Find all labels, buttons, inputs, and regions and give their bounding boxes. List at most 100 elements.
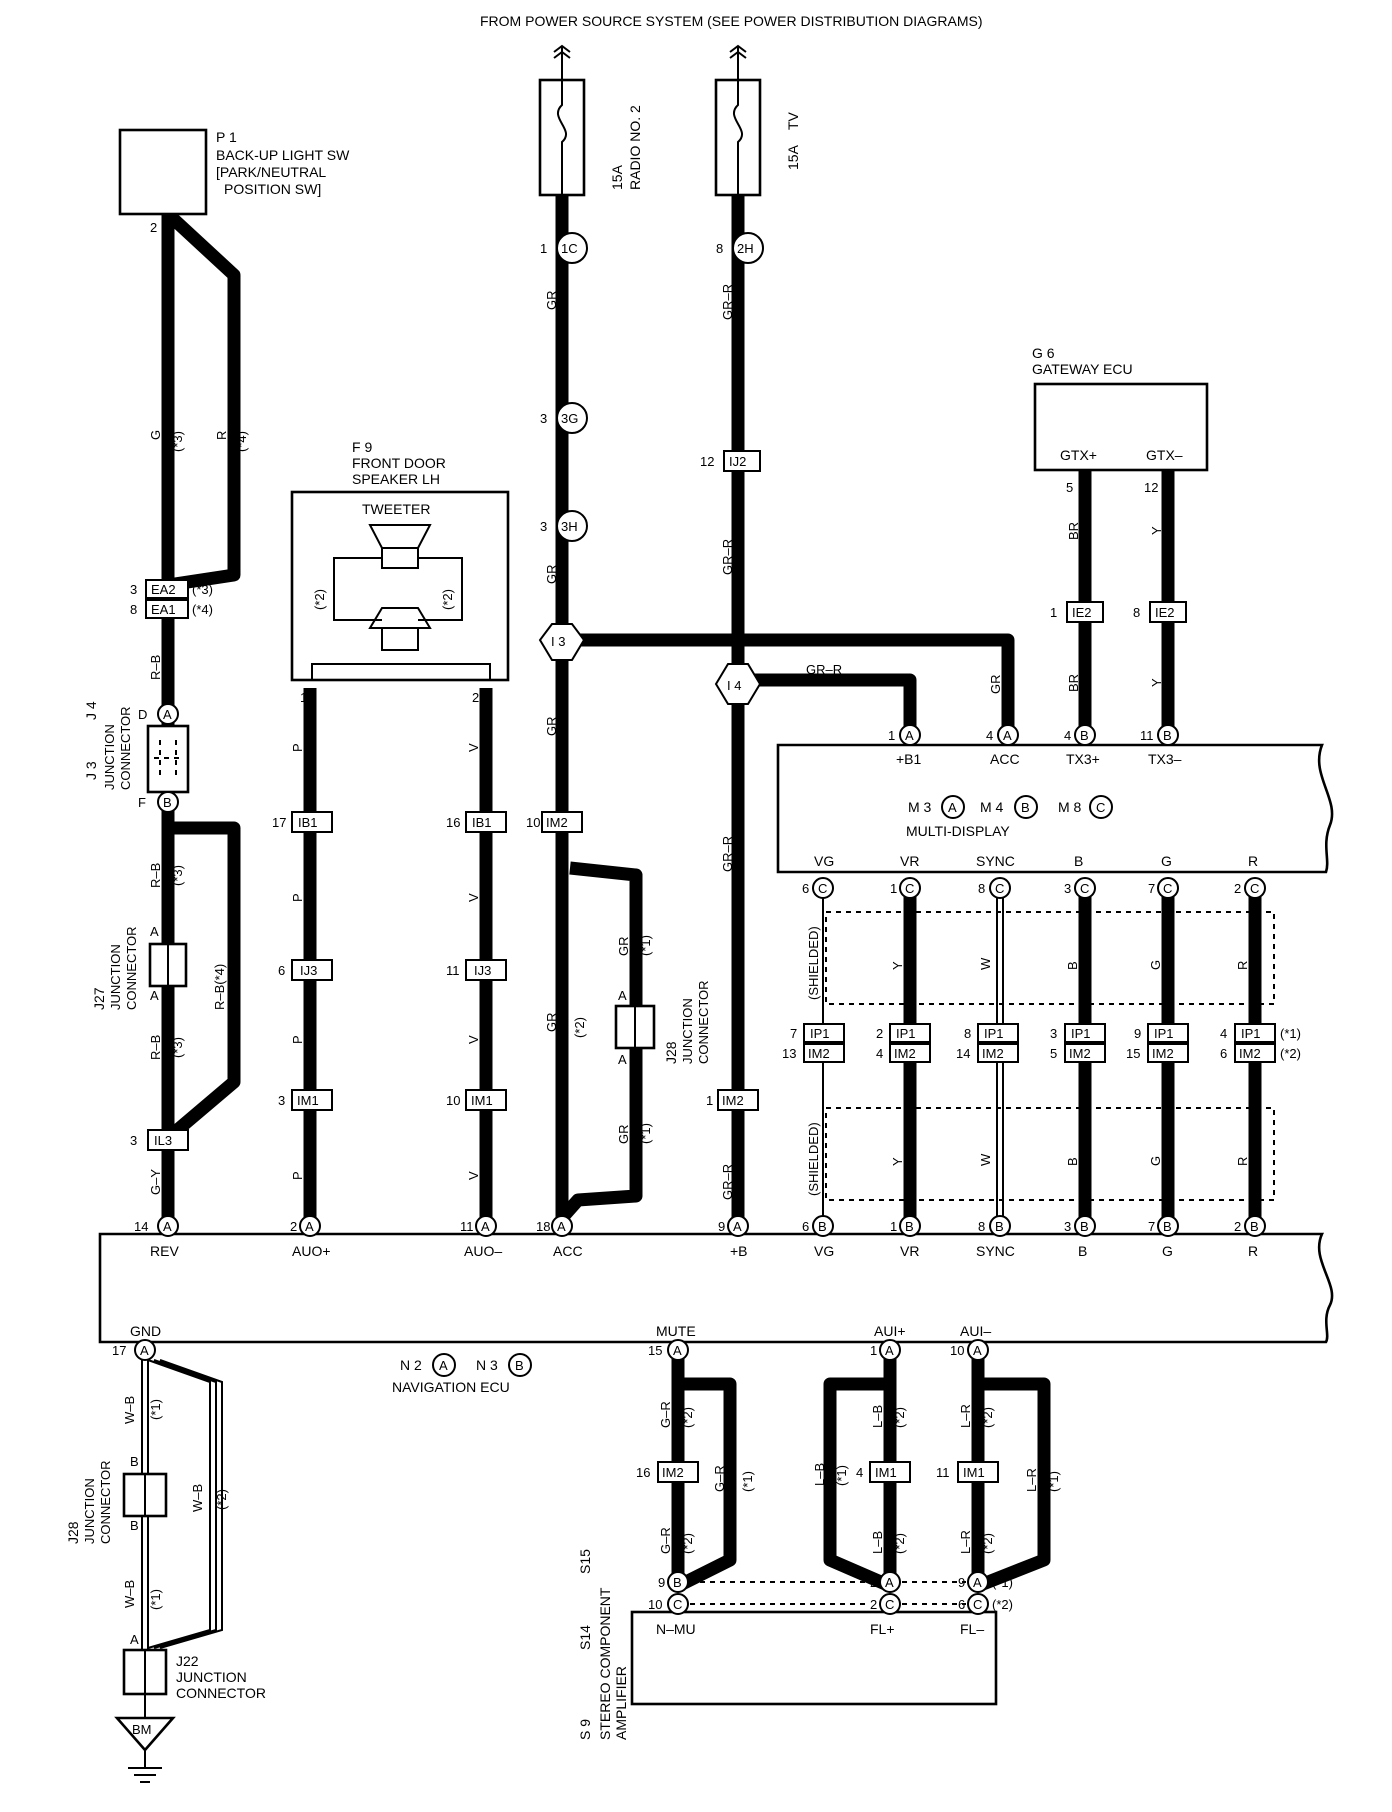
svg-text:(*2): (*2) <box>572 1017 587 1038</box>
svg-text:(SHIELDED): (SHIELDED) <box>806 926 821 1000</box>
svg-text:(*2): (*2) <box>892 1407 907 1428</box>
option-notes: (*3) (*4) (*3) (*4) (*3) (*3) (*1) (*2) … <box>148 431 1301 1612</box>
svg-text:R–B: R–B <box>148 655 163 680</box>
svg-text:15: 15 <box>1126 1046 1140 1061</box>
svg-text:(*1): (*1) <box>1280 1026 1301 1041</box>
svg-text:IM2: IM2 <box>1239 1046 1261 1061</box>
svg-text:ACC: ACC <box>553 1243 583 1259</box>
svg-text:9: 9 <box>658 1575 665 1590</box>
svg-text:A: A <box>973 1575 982 1590</box>
svg-text:1: 1 <box>890 881 897 896</box>
svg-text:G: G <box>1148 1156 1163 1166</box>
svg-text:11: 11 <box>936 1465 950 1480</box>
svg-text:14: 14 <box>134 1219 148 1234</box>
svg-text:C: C <box>995 881 1004 896</box>
svg-text:B: B <box>1163 728 1172 743</box>
svg-text:BACK-UP LIGHT SW: BACK-UP LIGHT SW <box>216 147 350 163</box>
svg-text:2: 2 <box>870 1575 877 1590</box>
svg-text:POSITION SW]: POSITION SW] <box>224 181 321 197</box>
svg-text:IM2: IM2 <box>662 1465 684 1480</box>
svg-text:CONNECTOR: CONNECTOR <box>118 706 133 790</box>
svg-text:11: 11 <box>460 1219 474 1234</box>
svg-text:G: G <box>1161 853 1172 869</box>
svg-text:1: 1 <box>540 241 547 256</box>
svg-text:(*3): (*3) <box>170 1037 185 1058</box>
junction-connector-j22: J22 JUNCTION CONNECTOR <box>122 1648 266 1701</box>
svg-text:GR–R: GR–R <box>720 284 735 320</box>
svg-text:GR: GR <box>988 675 1003 695</box>
power-arrow-2 <box>729 44 747 80</box>
svg-text:J 4: J 4 <box>83 701 99 720</box>
svg-text:B: B <box>1250 1219 1259 1234</box>
svg-text:VG: VG <box>814 853 834 869</box>
svg-text:+B1: +B1 <box>896 751 922 767</box>
svg-text:A: A <box>163 707 172 722</box>
svg-text:B: B <box>1065 1157 1080 1166</box>
svg-text:IP1: IP1 <box>1071 1026 1091 1041</box>
svg-text:G–Y: G–Y <box>148 1169 163 1195</box>
svg-text:L–B: L–B <box>870 1405 885 1428</box>
svg-text:10: 10 <box>446 1093 460 1108</box>
svg-text:CONNECTOR: CONNECTOR <box>696 980 711 1064</box>
svg-text:L–R: L–R <box>958 1404 973 1428</box>
svg-text:[PARK/NEUTRAL: [PARK/NEUTRAL <box>216 164 326 180</box>
svg-text:R: R <box>1235 961 1250 970</box>
svg-text:9: 9 <box>718 1219 725 1234</box>
svg-text:(*3): (*3) <box>170 865 185 886</box>
svg-text:10: 10 <box>526 815 540 830</box>
svg-text:R: R <box>1248 1243 1258 1259</box>
svg-text:B: B <box>673 1575 682 1590</box>
svg-text:8: 8 <box>716 241 723 256</box>
svg-text:P: P <box>290 1171 305 1180</box>
svg-text:3: 3 <box>130 1133 137 1148</box>
svg-text:8: 8 <box>130 602 137 617</box>
svg-text:A: A <box>140 1343 149 1358</box>
junction-connector-j3-j4: J 3 J 4 JUNCTION CONNECTOR <box>83 701 190 794</box>
svg-text:GR–R: GR–R <box>720 1164 735 1200</box>
svg-text:3: 3 <box>1064 1219 1071 1234</box>
svg-text:JUNCTION: JUNCTION <box>102 724 117 790</box>
svg-text:A: A <box>150 988 159 1003</box>
svg-text:(*2): (*2) <box>1280 1046 1301 1061</box>
svg-text:B: B <box>163 795 172 810</box>
svg-text:(*1): (*1) <box>740 1471 755 1492</box>
gateway-ecu: G 6 GATEWAY ECU GTX+ GTX– <box>1032 345 1209 472</box>
svg-text:C: C <box>673 1597 682 1612</box>
svg-text:4: 4 <box>856 1465 863 1480</box>
svg-text:IM1: IM1 <box>297 1093 319 1108</box>
svg-text:(*1): (*1) <box>834 1465 849 1486</box>
svg-text:P: P <box>290 893 305 902</box>
multi-display: +B1 ACC TX3+ TX3– M 3 M 4 M 8 A B C MULT… <box>776 743 1334 874</box>
svg-text:IJ3: IJ3 <box>474 963 491 978</box>
svg-text:3G: 3G <box>561 411 578 426</box>
svg-text:M 3: M 3 <box>908 799 932 815</box>
svg-text:1: 1 <box>888 728 895 743</box>
svg-text:IM1: IM1 <box>875 1465 897 1480</box>
svg-text:B: B <box>515 1358 524 1373</box>
svg-text:(*2): (*2) <box>992 1597 1013 1612</box>
svg-text:TX3–: TX3– <box>1148 751 1182 767</box>
svg-text:(*4): (*4) <box>192 602 213 617</box>
svg-text:(*2): (*2) <box>680 1533 695 1554</box>
svg-text:IP1: IP1 <box>896 1026 916 1041</box>
svg-text:2: 2 <box>290 1219 297 1234</box>
svg-text:Y: Y <box>1149 678 1164 687</box>
svg-text:(*1): (*1) <box>638 1123 653 1144</box>
stereo-component-amplifier: N–MU FL+ FL– S 9 S14 S15 STEREO COMPONEN… <box>577 1549 998 1740</box>
svg-text:EA1: EA1 <box>151 602 176 617</box>
svg-text:FL–: FL– <box>960 1621 984 1637</box>
svg-text:15A: 15A <box>609 164 625 190</box>
svg-text:GND: GND <box>130 1323 161 1339</box>
svg-text:10: 10 <box>950 1343 964 1358</box>
svg-text:(SHIELDED): (SHIELDED) <box>806 1122 821 1196</box>
svg-text:R–B: R–B <box>148 863 163 888</box>
svg-text:(*2): (*2) <box>680 1407 695 1428</box>
svg-text:3: 3 <box>540 411 547 426</box>
svg-text:TX3+: TX3+ <box>1066 751 1100 767</box>
svg-text:G–R: G–R <box>658 1527 673 1554</box>
svg-text:F: F <box>138 795 146 810</box>
svg-text:ACC: ACC <box>990 751 1020 767</box>
svg-text:A: A <box>305 1219 314 1234</box>
svg-text:B: B <box>1080 728 1089 743</box>
svg-text:GTX+: GTX+ <box>1060 447 1097 463</box>
